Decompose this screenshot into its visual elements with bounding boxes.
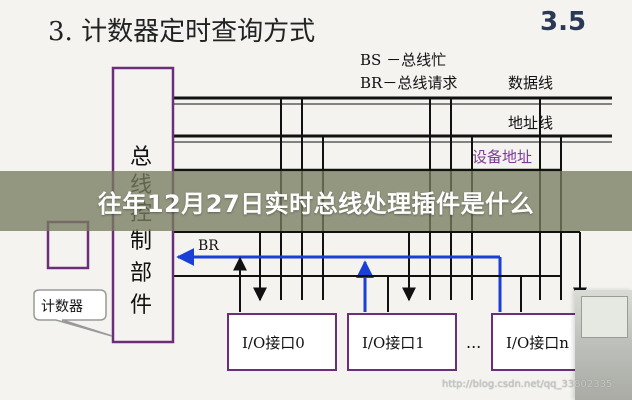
watermark: http://blog.csdn.net/qq_33802335 bbox=[442, 379, 613, 390]
address-bus-label: 地址线 bbox=[508, 114, 553, 132]
counter-label: 计数器 bbox=[41, 299, 83, 315]
data-bus-label: 数据线 bbox=[508, 74, 553, 92]
br-line-label: BR bbox=[198, 238, 219, 254]
banner-title: 往年12月27日实时总线处理插件是什么 bbox=[97, 189, 535, 218]
svg-text:I/O接口1: I/O接口1 bbox=[362, 334, 425, 352]
counter-callout: 计数器 bbox=[33, 289, 113, 337]
address-bus bbox=[174, 134, 612, 143]
io-port-0: I/O接口0 bbox=[227, 313, 337, 371]
ellipsis: ... bbox=[466, 333, 481, 352]
controller-char: 部 bbox=[130, 261, 152, 286]
br-line bbox=[176, 248, 502, 312]
inset-photo bbox=[575, 290, 632, 400]
title-banner: 往年12月27日实时总线处理插件是什么 bbox=[0, 171, 632, 231]
signal-bs-label: BS －总线忙 bbox=[360, 51, 446, 69]
photo-screen bbox=[581, 296, 628, 338]
controller-char: 总 bbox=[130, 145, 152, 170]
query-lines bbox=[174, 256, 560, 312]
data-bus bbox=[174, 96, 612, 105]
svg-text:I/O接口0: I/O接口0 bbox=[242, 334, 305, 352]
signal-br-label: BR－总线请求 bbox=[360, 74, 457, 92]
controller-char: 件 bbox=[130, 293, 152, 318]
svg-text:I/O接口n: I/O接口n bbox=[506, 334, 569, 352]
slide-title: 3. 计数器定时查询方式 bbox=[48, 17, 315, 47]
bs-line bbox=[174, 231, 587, 302]
page-number: 3.5 bbox=[540, 7, 586, 37]
controller-char: 制 bbox=[130, 229, 152, 254]
io-port-1: I/O接口1 bbox=[347, 313, 457, 371]
device-address-label: 设备地址 bbox=[472, 148, 532, 166]
